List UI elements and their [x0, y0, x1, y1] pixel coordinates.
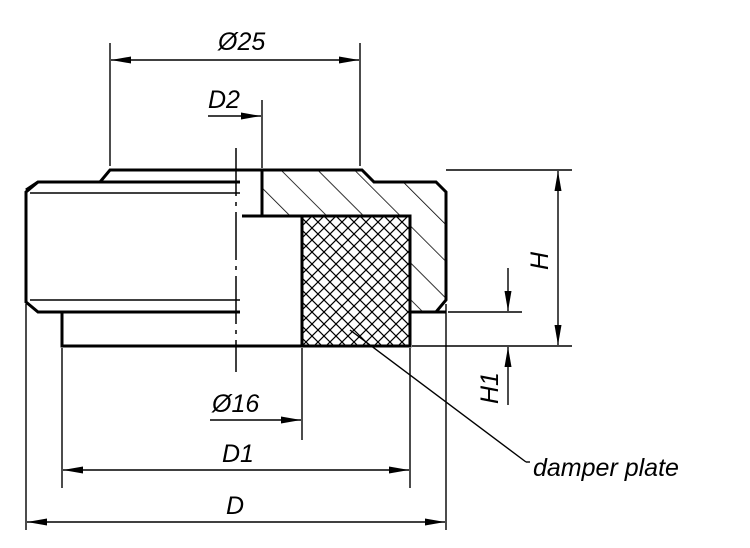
label-phi25: Ø25: [217, 28, 265, 56]
damper-plate-leader: [349, 329, 530, 463]
label-phi16: Ø16: [211, 390, 259, 418]
dimension-labels: Ø25 D2 H H1 Ø16 D1 D damper plate: [208, 28, 679, 520]
dimension-lines: [27, 56, 562, 526]
base-outline: [60, 312, 410, 348]
damper-plate: [300, 214, 412, 348]
label-damper-plate: damper plate: [533, 454, 679, 482]
label-h1: H1: [476, 372, 504, 404]
label-h: H: [526, 251, 554, 270]
stud-body: [24, 180, 62, 314]
extension-lines: [25, 43, 572, 530]
label-d: D: [226, 492, 244, 520]
label-d2: D2: [208, 86, 240, 114]
label-d1: D1: [222, 440, 254, 468]
part-body: [24, 168, 448, 348]
